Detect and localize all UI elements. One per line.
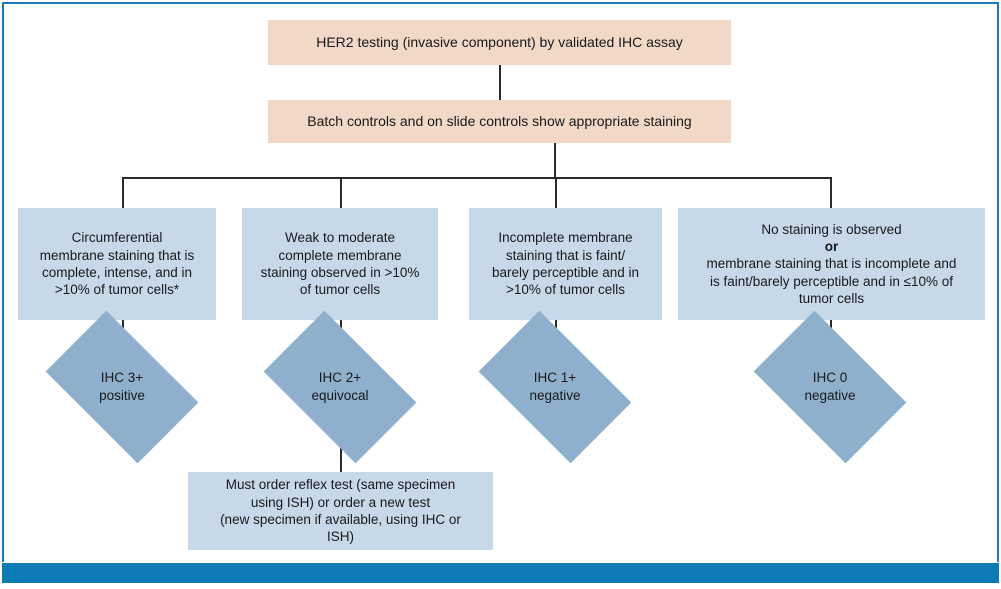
figure-border-right	[997, 2, 999, 562]
node-criteria-ihc-1plus: Incomplete membrane staining that is fai…	[469, 208, 662, 320]
criteria-3-line-3: barely perceptible and in	[491, 265, 640, 280]
node-result-ihc-0-label: IHC 0 negative	[765, 344, 895, 430]
criteria-3-line-4: >10% of tumor cells	[506, 282, 625, 298]
node-criteria-ihc-0: No staining is observed or membrane stai…	[678, 208, 985, 320]
figure-border-top	[2, 2, 999, 4]
connector-start-to-controls	[499, 65, 501, 100]
result-2-line-1: IHC 2+	[318, 370, 362, 386]
connector-branch-drop-2	[340, 177, 342, 208]
criteria-4-line-3: membrane staining that is incomplete and	[706, 256, 957, 272]
reflex-line-4: ISH)	[327, 529, 354, 545]
criteria-3-line-1: Incomplete membrane	[498, 230, 633, 246]
node-reflex-test: Must order reflex test (same specimen us…	[188, 472, 493, 550]
node-her2-testing-start: HER2 testing (invasive component) by val…	[268, 20, 731, 65]
criteria-1-line-4: >10% of tumor cells*	[54, 282, 180, 298]
connector-branch-drop-3	[555, 177, 557, 208]
reflex-line-1: Must order reflex test (same specimen	[225, 477, 456, 493]
node-criteria-ihc-3plus-label: Circumferential membrane staining that i…	[18, 229, 216, 298]
node-her2-testing-start-label: HER2 testing (invasive component) by val…	[316, 33, 683, 50]
connector-branch-drop-1	[122, 177, 124, 208]
result-1-line-2: positive	[99, 388, 145, 403]
node-result-ihc-3plus-label: IHC 3+ positive	[57, 344, 187, 430]
criteria-4-line-5: tumor cells	[798, 290, 865, 306]
criteria-4-line-1: No staining is observed	[761, 221, 902, 237]
criteria-2-line-1: Weak to moderate	[284, 230, 396, 246]
connector-branch-drop-4	[830, 177, 832, 208]
criteria-2-line-2: complete membrane	[278, 247, 402, 263]
result-4-line-1: IHC 0	[812, 370, 848, 386]
node-criteria-ihc-1plus-label: Incomplete membrane staining that is fai…	[469, 229, 662, 298]
connector-controls-to-branch	[554, 143, 556, 178]
node-result-ihc-1plus-label: IHC 1+ negative	[490, 344, 620, 430]
result-1-line-1: IHC 3+	[100, 370, 144, 386]
figure-border-left	[2, 2, 4, 562]
result-4-line-2: negative	[804, 388, 856, 403]
node-result-ihc-2plus: IHC 2+ equivocal	[263, 310, 417, 464]
criteria-3-line-2: staining that is faint/	[505, 247, 626, 263]
connector-result-2plus-to-reflex	[340, 430, 342, 472]
criteria-1-line-3: complete, intense, and in	[41, 265, 193, 280]
connector-branch-bar	[122, 177, 831, 179]
reflex-line-2: using ISH) or order a new test	[250, 494, 431, 510]
node-reflex-test-label: Must order reflex test (same specimen us…	[188, 476, 493, 545]
node-criteria-ihc-0-label: No staining is observed or membrane stai…	[678, 221, 985, 307]
result-2-line-2: equivocal	[311, 388, 369, 403]
node-batch-controls: Batch controls and on slide controls sho…	[268, 100, 731, 143]
result-3-line-2: negative	[529, 388, 581, 403]
criteria-4-line-4: is faint/barely perceptible and in ≤10% …	[709, 273, 954, 289]
criteria-4-line-2-or: or	[824, 239, 839, 255]
node-result-ihc-3plus: IHC 3+ positive	[45, 310, 199, 464]
node-criteria-ihc-2plus-label: Weak to moderate complete membrane stain…	[242, 229, 438, 298]
criteria-1-line-1: Circumferential	[71, 230, 163, 246]
figure-bottom-bar	[2, 563, 999, 583]
node-result-ihc-0: IHC 0 negative	[753, 310, 907, 464]
node-result-ihc-2plus-label: IHC 2+ equivocal	[275, 344, 405, 430]
criteria-1-line-2: membrane staining that is	[39, 247, 195, 263]
criteria-2-line-3: staining observed in >10%	[260, 265, 420, 280]
node-batch-controls-label: Batch controls and on slide controls sho…	[307, 112, 692, 129]
node-result-ihc-1plus: IHC 1+ negative	[478, 310, 632, 464]
result-3-line-1: IHC 1+	[533, 370, 577, 386]
criteria-2-line-4: of tumor cells	[299, 282, 381, 298]
node-criteria-ihc-3plus: Circumferential membrane staining that i…	[18, 208, 216, 320]
node-criteria-ihc-2plus: Weak to moderate complete membrane stain…	[242, 208, 438, 320]
reflex-line-3: (new specimen if available, using IHC or	[220, 512, 461, 527]
